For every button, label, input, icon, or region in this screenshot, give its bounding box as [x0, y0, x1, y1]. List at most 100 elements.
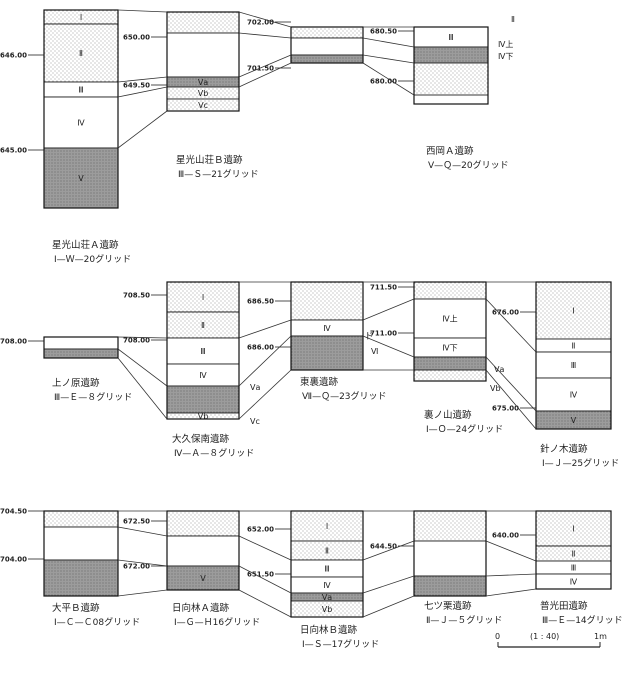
soil-layer: [290, 54, 364, 64]
correlation-line: [238, 565, 292, 594]
soil-layer: [413, 62, 489, 96]
layer-label: Ⅱ: [325, 547, 329, 556]
site-column: 704.50 704.00 大平Ｂ遺跡 Ⅰ—Ｃ—Ｃ08グリッド: [0, 508, 140, 629]
elevation-label: 708.00: [123, 337, 150, 345]
layer-label: Ⅴb: [322, 605, 333, 614]
layer-label: Ⅰ: [572, 307, 574, 316]
soil-layer: [413, 46, 489, 64]
elevation-label: 704.00: [0, 556, 27, 564]
site-grid: Ⅲ—Ｅ—８グリッド: [54, 391, 132, 403]
soil-layer: [290, 335, 364, 371]
soil-layer: [166, 11, 240, 34]
layer-label: Ⅰ: [572, 525, 574, 534]
soil-layer: [535, 281, 612, 340]
layer-label: Ⅴc: [198, 101, 208, 110]
soil-layer: [166, 510, 240, 537]
layer-label: Ⅳ: [570, 391, 578, 400]
elevation-label: 686.50: [247, 298, 274, 306]
soil-layer: [43, 510, 119, 528]
correlation-line: [362, 54, 415, 64]
site-grid: Ⅰ—Ｇ—Ｈ16グリッド: [174, 616, 260, 628]
elevation-label: 704.50: [0, 508, 27, 516]
correlation-line: [117, 589, 168, 597]
layer-label: Ⅳ: [199, 371, 207, 380]
site-grid: Ⅰ—Ｏ—24グリッド: [426, 423, 503, 435]
correlation-line: [485, 588, 537, 597]
correlation-line: [117, 110, 168, 149]
layer-label: Ⅴ: [200, 574, 206, 583]
site-grid: Ⅴ—Ｑ—20グリッド: [428, 159, 509, 171]
correlation-line: [117, 348, 168, 387]
correlation-line: [362, 595, 415, 618]
layer-label: Ⅲ: [200, 347, 206, 356]
layer-label: Ⅰ: [202, 293, 204, 302]
elevation-label: 708.00: [0, 338, 27, 346]
elevation-label: 708.50: [123, 292, 150, 300]
soil-layer: [166, 385, 240, 414]
layer-label: Ⅲ: [448, 33, 454, 42]
layer-label: Ⅴb: [198, 412, 209, 421]
elevation-label: 649.50: [123, 82, 150, 90]
layer-label: Ⅳ: [570, 578, 578, 587]
elevation-label: 650.00: [123, 34, 150, 42]
site-grid: Ⅲ—Ｅ—14グリッド: [542, 614, 623, 626]
soil-layer: [413, 298, 487, 339]
layer-label: Ⅱ: [79, 49, 83, 58]
soil-layer: [43, 559, 119, 597]
correlation-line: [362, 298, 415, 321]
scale-ratio: (1 : 40): [530, 632, 559, 641]
elevation-label: 680.00: [370, 78, 397, 86]
site-grid: Ⅰ—Ｃ—Ｃ08グリッド: [54, 616, 140, 628]
correlation-line: [238, 335, 292, 387]
correlation-line: [238, 54, 292, 78]
layer-label: Ⅲ: [324, 565, 330, 574]
correlation-line: [117, 559, 168, 567]
site-name: 西岡Ａ遺跡: [426, 145, 474, 157]
site-name: 上ノ原遺跡: [52, 377, 100, 389]
correlation-line: [238, 62, 292, 88]
site-grid: Ⅶ—Ｑ—23グリッド: [302, 390, 387, 402]
correlation-line: [238, 32, 292, 39]
layer-label: Ⅳ上: [442, 315, 457, 324]
site-name: 七ツ栗遺跡: [424, 600, 472, 612]
elevation-label: 701.50: [247, 65, 274, 73]
soil-layer: [413, 369, 487, 382]
column-frame: [166, 510, 240, 591]
outside-label: Ⅳ上: [498, 40, 513, 49]
correlation-line: [117, 76, 168, 83]
column-frame: [43, 9, 119, 209]
elevation-label: 702.00: [247, 19, 274, 27]
site-name: 大平Ｂ遺跡: [52, 602, 100, 614]
correlation-line: [117, 9, 168, 13]
soil-layer: [43, 526, 119, 561]
soil-layer: [413, 356, 487, 371]
correlation-line: [485, 540, 537, 562]
outside-label: Ⅴc: [250, 417, 260, 426]
elevation-label: 646.00: [0, 52, 27, 60]
correlation-line: [238, 589, 292, 618]
column-frame: [413, 281, 487, 382]
layer-label: Ⅰ: [326, 522, 328, 531]
correlation-line: [117, 336, 168, 339]
elevation-label: 640.00: [492, 532, 519, 540]
column-frame: [290, 281, 364, 371]
correlation-line: [485, 356, 537, 412]
column-frame: [535, 281, 612, 430]
layer-label: Ⅱ: [572, 550, 576, 559]
layer-label: Ⅰ: [80, 13, 82, 22]
layer-label: Ⅴa: [322, 593, 332, 602]
elevation-label: 676.00: [492, 309, 519, 317]
soil-layer: [413, 510, 487, 542]
layer-label: Ⅴa: [198, 78, 208, 87]
soil-layer: [413, 540, 487, 577]
layer-label: Ⅲ: [571, 564, 577, 573]
layer-label: Ⅳ: [323, 581, 331, 590]
